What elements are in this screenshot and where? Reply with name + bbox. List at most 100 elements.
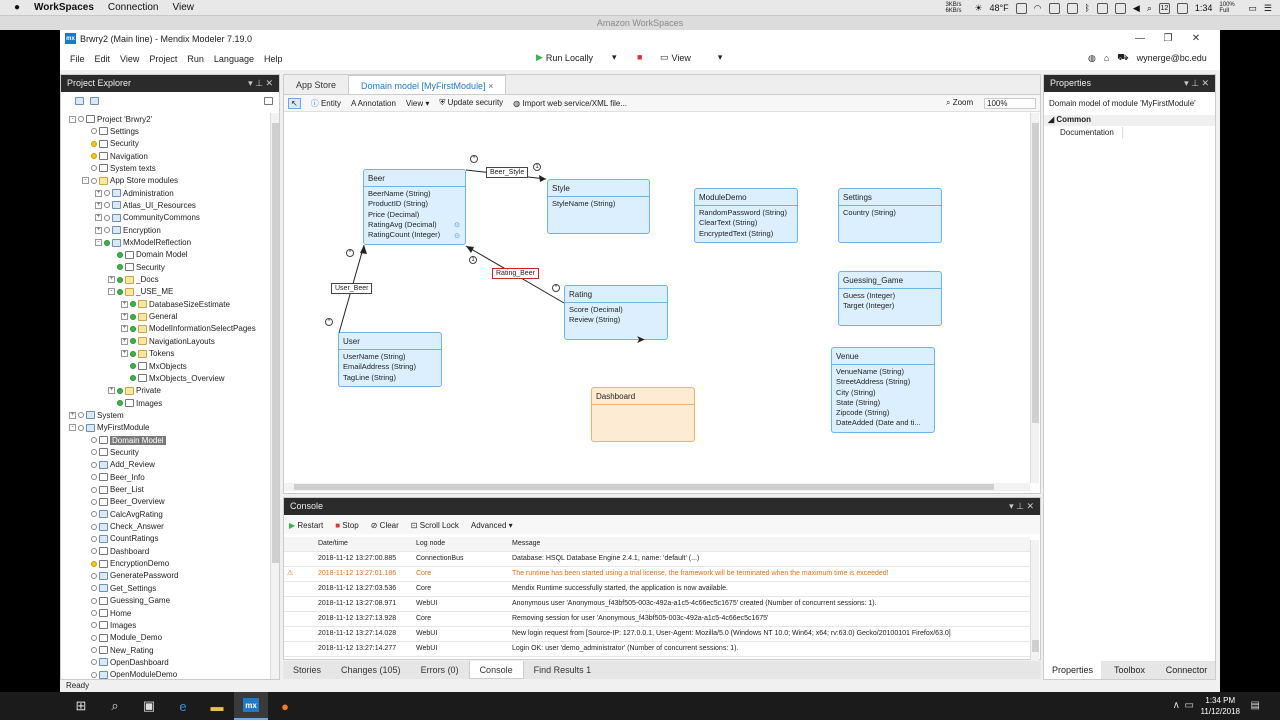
tree-node[interactable]: OpenDashboard	[82, 656, 169, 668]
tray-app-icon[interactable]	[1096, 2, 1108, 14]
tab-errors[interactable]: Errors (0)	[420, 665, 459, 675]
tree-node[interactable]: Navigation	[82, 150, 148, 162]
apple-icon[interactable]: ●	[14, 2, 21, 13]
attribute[interactable]: City (String)	[836, 387, 876, 397]
tab-find-results[interactable]: Find Results 1	[533, 665, 592, 675]
tree-node[interactable]: CalcAvgRating	[82, 508, 163, 520]
mac-menu-connection[interactable]: Connection	[107, 2, 159, 13]
tree-node[interactable]: +_Docs	[108, 274, 159, 286]
search-icon[interactable]: ⌕	[111, 698, 119, 713]
menu-edit[interactable]: Edit	[94, 53, 111, 64]
attribute[interactable]: State (String)	[836, 397, 881, 407]
menu-language[interactable]: Language	[213, 53, 254, 64]
notifications-icon[interactable]: ▤	[1250, 700, 1260, 711]
tree-node[interactable]: Domain Model	[82, 434, 166, 446]
tree-node[interactable]: +Atlas_UI_Resources	[95, 199, 196, 211]
expand-toggle-icon[interactable]: -	[69, 424, 76, 432]
attribute[interactable]: Zipcode (String)	[836, 408, 890, 418]
attribute[interactable]: Guess (Integer)	[843, 291, 896, 300]
domain-model-canvas[interactable]: Beer BeerName (String) ProductID (String…	[284, 113, 1030, 483]
expand-toggle-icon[interactable]: +	[108, 387, 115, 395]
tree-node[interactable]: Home	[82, 607, 131, 619]
calendar-icon[interactable]: 12	[1158, 2, 1170, 14]
entity-guessing-game[interactable]: Guessing_Game Guess (Integer) Target (In…	[838, 271, 942, 326]
tree-node[interactable]: +CommunityCommons	[95, 212, 200, 224]
globe-icon[interactable]: ◍	[1088, 52, 1096, 63]
tree-node[interactable]: Check_Answer	[82, 521, 164, 533]
tab-console[interactable]: Console	[468, 661, 524, 679]
tree-node[interactable]: -_USE_ME	[108, 286, 173, 298]
tree-node[interactable]: Dashboard	[82, 545, 149, 557]
console-scrollbar[interactable]	[1030, 540, 1039, 660]
file-explorer-icon[interactable]: ▬	[210, 698, 224, 714]
menu-view[interactable]: View	[120, 53, 140, 64]
mac-app-name[interactable]: WorkSpaces	[34, 2, 94, 13]
edge-icon[interactable]: e	[179, 698, 187, 714]
tab-stories[interactable]: Stories	[293, 665, 322, 675]
bluetooth-icon[interactable]: ᛒ	[1084, 3, 1090, 13]
close-icon[interactable]: ×	[488, 81, 494, 91]
taskbar-clock[interactable]: 1:34 PM 11/12/2018	[1201, 695, 1240, 717]
restart-button[interactable]: ▶ Restart	[289, 521, 323, 530]
tray-chevron-icon[interactable]: ∧	[1172, 700, 1180, 711]
mac-clock[interactable]: 1:34	[1194, 3, 1213, 13]
documentation-value[interactable]	[1122, 127, 1215, 138]
tree-node[interactable]: -Project 'Brwry2'	[69, 113, 152, 125]
tree-node[interactable]: OpenModuleDemo	[82, 669, 177, 679]
task-view-icon[interactable]: ▣	[142, 698, 156, 713]
menu-project[interactable]: Project	[149, 53, 178, 64]
menu-list-icon[interactable]: ☰	[1263, 2, 1272, 13]
attribute[interactable]: Review (String)	[569, 315, 621, 325]
select-tool-icon[interactable]: ↖	[288, 97, 301, 109]
panel-controls[interactable]: ▾ ⊥ ✕	[1184, 78, 1209, 88]
tray-app-icon[interactable]	[1114, 2, 1126, 14]
expand-toggle-icon[interactable]: -	[82, 177, 89, 185]
wifi-icon[interactable]: ◠	[1033, 2, 1042, 13]
zoom-control[interactable]: ⌕ Zoom	[946, 98, 973, 108]
panel-controls[interactable]: ▾ ⊥ ✕	[1009, 501, 1034, 511]
expand-toggle-icon[interactable]: -	[69, 115, 76, 123]
entity-venue[interactable]: Venue VenueName (String) StreetAddress (…	[831, 347, 935, 433]
expand-toggle-icon[interactable]: -	[95, 239, 102, 246]
tab-connector[interactable]: Connector	[1165, 665, 1208, 675]
tree-node[interactable]: EncryptionDemo	[82, 558, 169, 570]
attribute[interactable]: EncryptedText (String)	[699, 228, 774, 238]
stop-button[interactable]: ■ Stop	[335, 521, 359, 530]
firefox-icon[interactable]: ●	[281, 698, 289, 714]
tree-node[interactable]: Get_Settings	[82, 582, 156, 594]
entity-button[interactable]: ⓘ Entity	[311, 98, 341, 109]
panel-controls[interactable]: ▾ ⊥ ✕	[248, 78, 273, 88]
attribute[interactable]: TagLine (String)	[343, 372, 396, 382]
scroll-thumb[interactable]	[272, 123, 279, 563]
tray-app-icon[interactable]	[1176, 2, 1188, 14]
menu-help[interactable]: Help	[263, 53, 283, 64]
tree-node[interactable]: System texts	[82, 162, 156, 174]
minimize-button[interactable]: —	[1135, 33, 1145, 44]
entity-settings[interactable]: Settings Country (String)	[838, 188, 942, 243]
update-security-button[interactable]: ⛨ Update security	[439, 98, 503, 108]
expand-toggle-icon[interactable]: +	[95, 214, 102, 222]
tree-node[interactable]: Settings	[82, 125, 139, 137]
expand-toggle-icon[interactable]: +	[121, 325, 128, 333]
collapse-all-icon[interactable]	[90, 97, 99, 105]
attribute[interactable]: Price (Decimal)	[368, 209, 420, 219]
scroll-thumb[interactable]	[1032, 123, 1039, 423]
menu-run[interactable]: Run	[187, 53, 204, 64]
tab-properties[interactable]: Properties	[1044, 661, 1101, 679]
attribute[interactable]: VenueName (String)	[836, 367, 904, 376]
tree-node[interactable]: -MyFirstModule	[69, 422, 149, 434]
network-icon[interactable]: ▭	[1184, 700, 1194, 711]
tree-node[interactable]: Domain Model	[108, 249, 188, 261]
tray-app-icon[interactable]	[1066, 2, 1078, 14]
attribute[interactable]: UserName (String)	[343, 352, 406, 361]
annotation-button[interactable]: A Annotation	[351, 99, 396, 108]
tree-node[interactable]: Images	[82, 619, 136, 631]
tree-node[interactable]: Security	[82, 138, 139, 150]
entity-beer[interactable]: Beer BeerName (String) ProductID (String…	[363, 169, 466, 245]
expand-toggle-icon[interactable]: +	[69, 411, 76, 419]
advanced-dropdown[interactable]: Advanced ▾	[470, 520, 513, 530]
